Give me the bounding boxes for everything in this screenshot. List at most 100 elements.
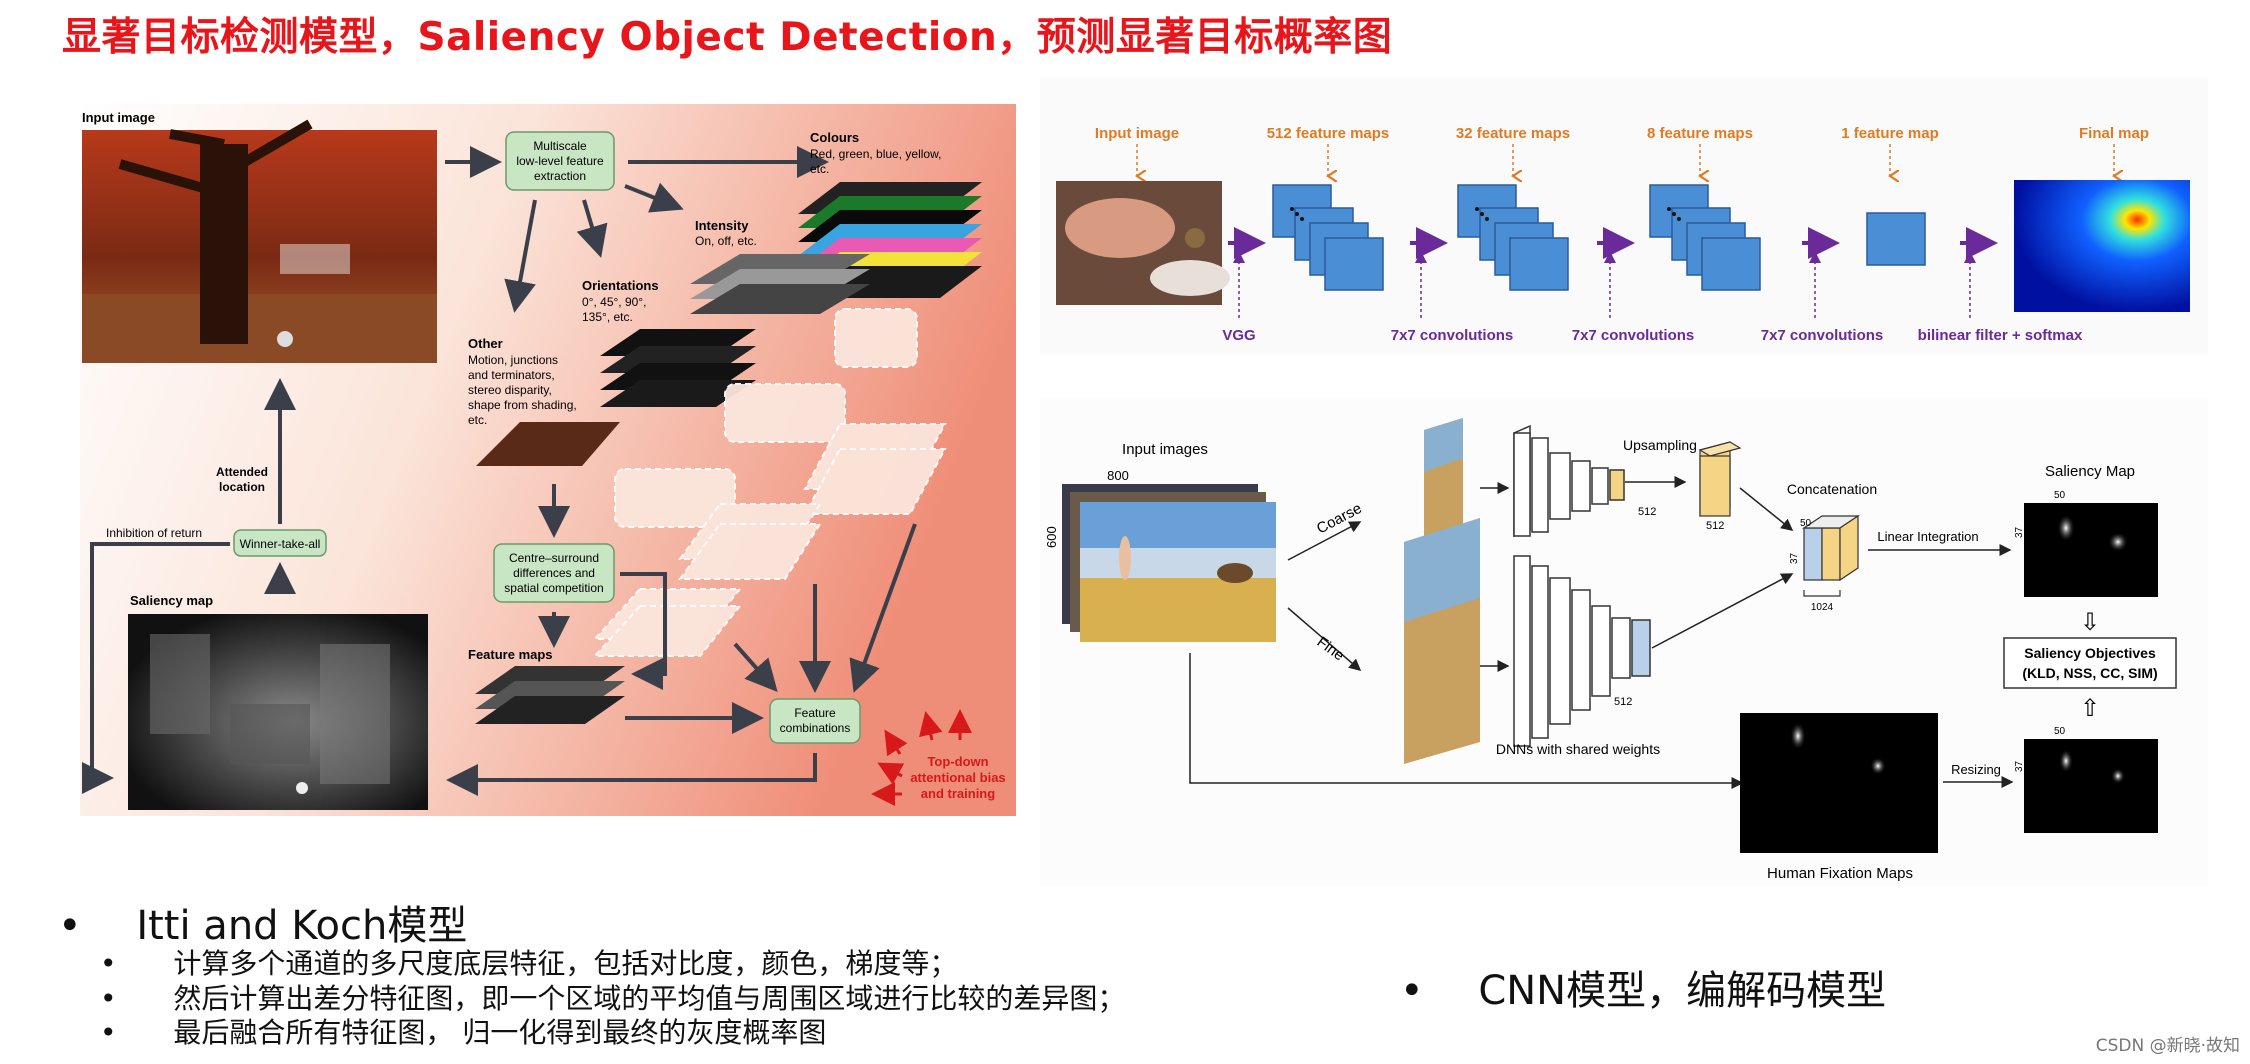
sub-bullet-3: • 最后融合所有特征图， 归一化得到最终的灰度概率图 xyxy=(100,1011,826,1051)
n1024: 1024 xyxy=(1811,602,1834,613)
multiscale-l3: extraction xyxy=(534,169,586,183)
saliency-map-title: Saliency Map xyxy=(2045,463,2135,480)
input-images-label: Input images xyxy=(1122,441,1208,458)
attended-l1: Attended xyxy=(216,465,268,479)
other-desc-4: shape from shading, xyxy=(468,398,577,412)
fm-32 xyxy=(1457,184,1569,291)
colours-desc-2: etc. xyxy=(810,162,829,176)
orientations-title: Orientations xyxy=(582,278,659,293)
n50-concat: 50 xyxy=(1800,518,1812,529)
orientation-maps xyxy=(600,329,756,407)
top-down-l3: and training xyxy=(921,786,995,801)
top-label-32: 32 feature maps xyxy=(1456,125,1570,142)
intensity-title: Intensity xyxy=(695,218,749,233)
winner-take-all: Winner-take-all xyxy=(240,537,321,551)
colour-maps xyxy=(798,182,982,298)
bullet-cnn: • CNN模型，编解码模型 xyxy=(1400,958,1886,1016)
dim-800: 800 xyxy=(1107,468,1129,483)
cnn-diagrams: Input image 512 feature maps 32 feature … xyxy=(1040,78,2208,886)
itti-koch-diagram: Input image Multiscale low-level feature… xyxy=(80,104,1016,816)
concatenation-label: Concatenation xyxy=(1787,481,1877,497)
bottom-label-conv3: 7x7 convolutions xyxy=(1761,327,1884,344)
input-images-stack xyxy=(1062,484,1276,642)
bullet-cnn-text: CNN模型，编解码模型 xyxy=(1478,968,1887,1014)
final-heatmap xyxy=(2014,180,2190,312)
orientations-desc-1: 0°, 45°, 90°, xyxy=(582,295,646,309)
top-label-final: Final map xyxy=(2079,125,2149,142)
intensity-maps xyxy=(690,254,870,314)
other-map xyxy=(476,422,620,466)
other-title: Other xyxy=(468,336,503,351)
fm-512 xyxy=(1272,184,1384,291)
objectives-l1: Saliency Objectives xyxy=(2024,645,2156,661)
top-input-photo xyxy=(1056,181,1230,305)
centre-surround-l3: spatial competition xyxy=(504,581,603,595)
top-down-l2: attentional bias xyxy=(910,770,1005,785)
saliency-map-image xyxy=(128,614,428,810)
top-down-l1: Top-down xyxy=(927,754,988,769)
human-fixation-map xyxy=(1740,713,1938,853)
orientations-desc-2: 135°, etc. xyxy=(582,310,633,324)
watermark-credit: CSDN @新晓·故知 xyxy=(2095,1036,2240,1056)
objectives-l2: (KLD, NSS, CC, SIM) xyxy=(2022,665,2157,681)
inhibition-label: Inhibition of return xyxy=(106,526,202,540)
n37-fix: 37 xyxy=(2014,760,2025,772)
sub-bullet-2-text: 然后计算出差分特征图，即一个区域的平均值与周围区域进行比较的差异图； xyxy=(173,982,1126,1015)
bottom-label-bilinear: bilinear filter + softmax xyxy=(1918,327,2083,344)
bullet-itti-koch: • Itti and Koch模型 xyxy=(58,893,467,951)
top-label-1: 1 feature map xyxy=(1841,125,1939,142)
sub-bullet-3-text: 最后融合所有特征图， 归一化得到最终的灰度概率图 xyxy=(173,1016,827,1049)
dashed-feature-maps xyxy=(592,308,947,657)
linear-integration-label: Linear Integration xyxy=(1877,529,1978,544)
upsampled-block xyxy=(1698,441,1742,517)
input-photo xyxy=(82,119,437,363)
resized-fixation-map xyxy=(2024,739,2158,833)
centre-surround-l2: differences and xyxy=(513,566,595,580)
top-label-input: Input image xyxy=(1095,125,1179,142)
n512-up: 512 xyxy=(1706,520,1724,532)
sub-bullet-1-text: 计算多个通道的多尺度底层特征，包括对比度，颜色，梯度等； xyxy=(173,947,958,980)
feature-combinations-l1: Feature xyxy=(794,706,836,720)
upsampling-label: Upsampling xyxy=(1623,437,1697,453)
resizing-label: Resizing xyxy=(1951,762,2001,777)
dnns-label: DNNs with shared weights xyxy=(1496,741,1660,757)
sub-bullet-dot-icon: • xyxy=(100,947,117,980)
input-image-label: Input image xyxy=(82,110,155,125)
centre-surround-l1: Centre–surround xyxy=(509,551,599,565)
bullet-itti-koch-text: Itti and Koch模型 xyxy=(136,903,468,949)
multiscale-l1: Multiscale xyxy=(533,139,587,153)
colours-desc-1: Red, green, blue, yellow, xyxy=(810,147,941,161)
intensity-desc: On, off, etc. xyxy=(695,234,757,248)
fine-dnn xyxy=(1513,555,1651,747)
n50-fix: 50 xyxy=(2054,726,2066,737)
n50-sal: 50 xyxy=(2054,490,2066,501)
sub-bullet-1: • 计算多个通道的多尺度底层特征，包括对比度，颜色，梯度等； xyxy=(100,942,957,982)
n37-sal: 37 xyxy=(2014,526,2025,538)
coarse-dnn xyxy=(1513,424,1625,538)
top-label-8: 8 feature maps xyxy=(1647,125,1753,142)
other-desc-2: and terminators, xyxy=(468,368,555,382)
fine-image xyxy=(1404,518,1480,764)
feature-combinations-l2: combinations xyxy=(780,721,851,735)
feature-maps-label: Feature maps xyxy=(468,647,553,662)
fm-8 xyxy=(1649,184,1761,291)
colours-title: Colours xyxy=(810,130,859,145)
dim-600: 600 xyxy=(1044,526,1059,548)
top-label-512: 512 feature maps xyxy=(1267,125,1390,142)
arrow-down-icon: ⇩ xyxy=(2080,609,2100,636)
top-down-arrows xyxy=(871,709,972,806)
attended-l2: location xyxy=(219,480,265,494)
bullet-dot-icon: • xyxy=(1400,968,1424,1014)
bottom-label-conv2: 7x7 convolutions xyxy=(1572,327,1695,344)
n512-fine: 512 xyxy=(1614,696,1632,708)
other-desc-1: Motion, junctions xyxy=(468,353,558,367)
saliency-map-label: Saliency map xyxy=(130,593,213,608)
other-desc-5: etc. xyxy=(468,413,487,427)
multiscale-l2: low-level feature xyxy=(516,154,604,168)
predicted-saliency-map xyxy=(2024,503,2158,597)
arrow-up-icon: ⇧ xyxy=(2080,695,2100,722)
bottom-label-conv1: 7x7 convolutions xyxy=(1391,327,1514,344)
human-fixation-label: Human Fixation Maps xyxy=(1767,865,1913,882)
other-desc-3: stereo disparity, xyxy=(468,383,552,397)
feature-map-stack xyxy=(475,666,625,724)
